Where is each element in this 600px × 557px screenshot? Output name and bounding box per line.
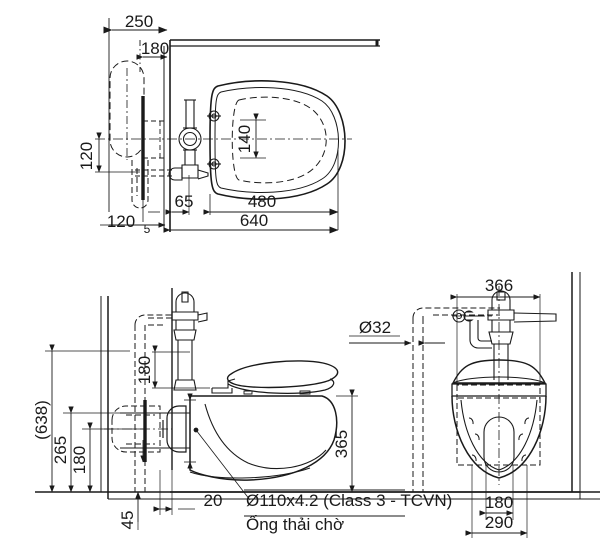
- fixing-bolts-front: [468, 417, 530, 462]
- mount-box-dashed: [456, 384, 541, 466]
- dim-text-180-lower: 180: [70, 446, 89, 474]
- wall-top-view: [170, 39, 380, 47]
- concealed-tank-outline: [109, 60, 145, 158]
- fixing-bolts-plan: [207, 110, 221, 170]
- wall-face-lines: [163, 40, 171, 232]
- flush-valve-side: [171, 291, 208, 391]
- dim-text-d32: Ø32: [359, 318, 391, 337]
- toilet-seat-side: [211, 360, 339, 395]
- hidden-tank-side: [111, 405, 161, 453]
- dim-text-45: 45: [118, 511, 137, 530]
- dim-text-20: 20: [204, 491, 223, 510]
- dim-65: [165, 175, 190, 215]
- dim-text-140: 140: [235, 125, 254, 153]
- wall-side-view: [100, 296, 109, 499]
- fixing-lines-side: [120, 412, 190, 449]
- waste-pipe-leader: [193, 427, 251, 501]
- toilet-bowl-side: [189, 395, 338, 481]
- dim-text-480: 480: [248, 192, 276, 211]
- hidden-detail-rect: [143, 120, 164, 159]
- dim-120-vertical: [95, 132, 140, 173]
- dim-text-265: 265: [51, 436, 70, 464]
- front-view-group: [170, 272, 581, 538]
- dim-text-250: 250: [125, 12, 153, 31]
- dim-connector-arrows: [140, 393, 196, 469]
- flush-valve-front: [452, 290, 557, 380]
- dim-text-290: 290: [485, 513, 513, 532]
- top-view-group: [95, 18, 380, 234]
- flush-valve-top: [168, 99, 209, 181]
- wall-front-view: [571, 272, 581, 499]
- dim-text-180-top: 180: [141, 39, 169, 58]
- dim-text-65: 65: [175, 192, 194, 211]
- waste-pipe-spec-text: Ø110x4.2 (Class 3 - TCVN): [246, 491, 452, 510]
- dim-text-366: 366: [485, 276, 513, 295]
- dim-text-120-horizontal: 120: [107, 212, 135, 231]
- dim-text-640: 640: [240, 211, 268, 230]
- concealed-pipe-side: [134, 314, 172, 492]
- dim-d32: [349, 335, 445, 346]
- dim-text-638: (638): [32, 400, 51, 440]
- dim-text-180-upper: 180: [135, 356, 154, 384]
- toilet-bowl-plan: [209, 80, 346, 200]
- dim-180-upper: [152, 345, 210, 389]
- annotation-underlines: [244, 489, 405, 517]
- waste-pipe-label-text: Ống thải chờ: [246, 514, 344, 534]
- annotation-texts: Ø110x4.2 (Class 3 - TCVN) Ống thải chờ: [246, 491, 452, 534]
- dimension-texts: 250 180 140 120 120 5 65 480 640 (638) 2…: [32, 12, 513, 532]
- supply-pipe-dashed: [135, 169, 175, 177]
- dim-5: [142, 200, 160, 222]
- pipe-front-dashed: [412, 307, 500, 492]
- dim-text-180-front: 180: [485, 493, 513, 512]
- downpipe-dashed: [131, 160, 149, 209]
- dim-text-365: 365: [332, 430, 351, 458]
- dim-text-120-vertical: 120: [77, 142, 96, 170]
- bowl-rim-dashed: [231, 96, 327, 184]
- dim-140: [240, 113, 266, 159]
- toilet-bowl-front: [451, 395, 547, 479]
- bowl-inner-oval: [483, 416, 515, 473]
- dim-text-5: 5: [144, 222, 151, 236]
- dim-365: [336, 389, 358, 493]
